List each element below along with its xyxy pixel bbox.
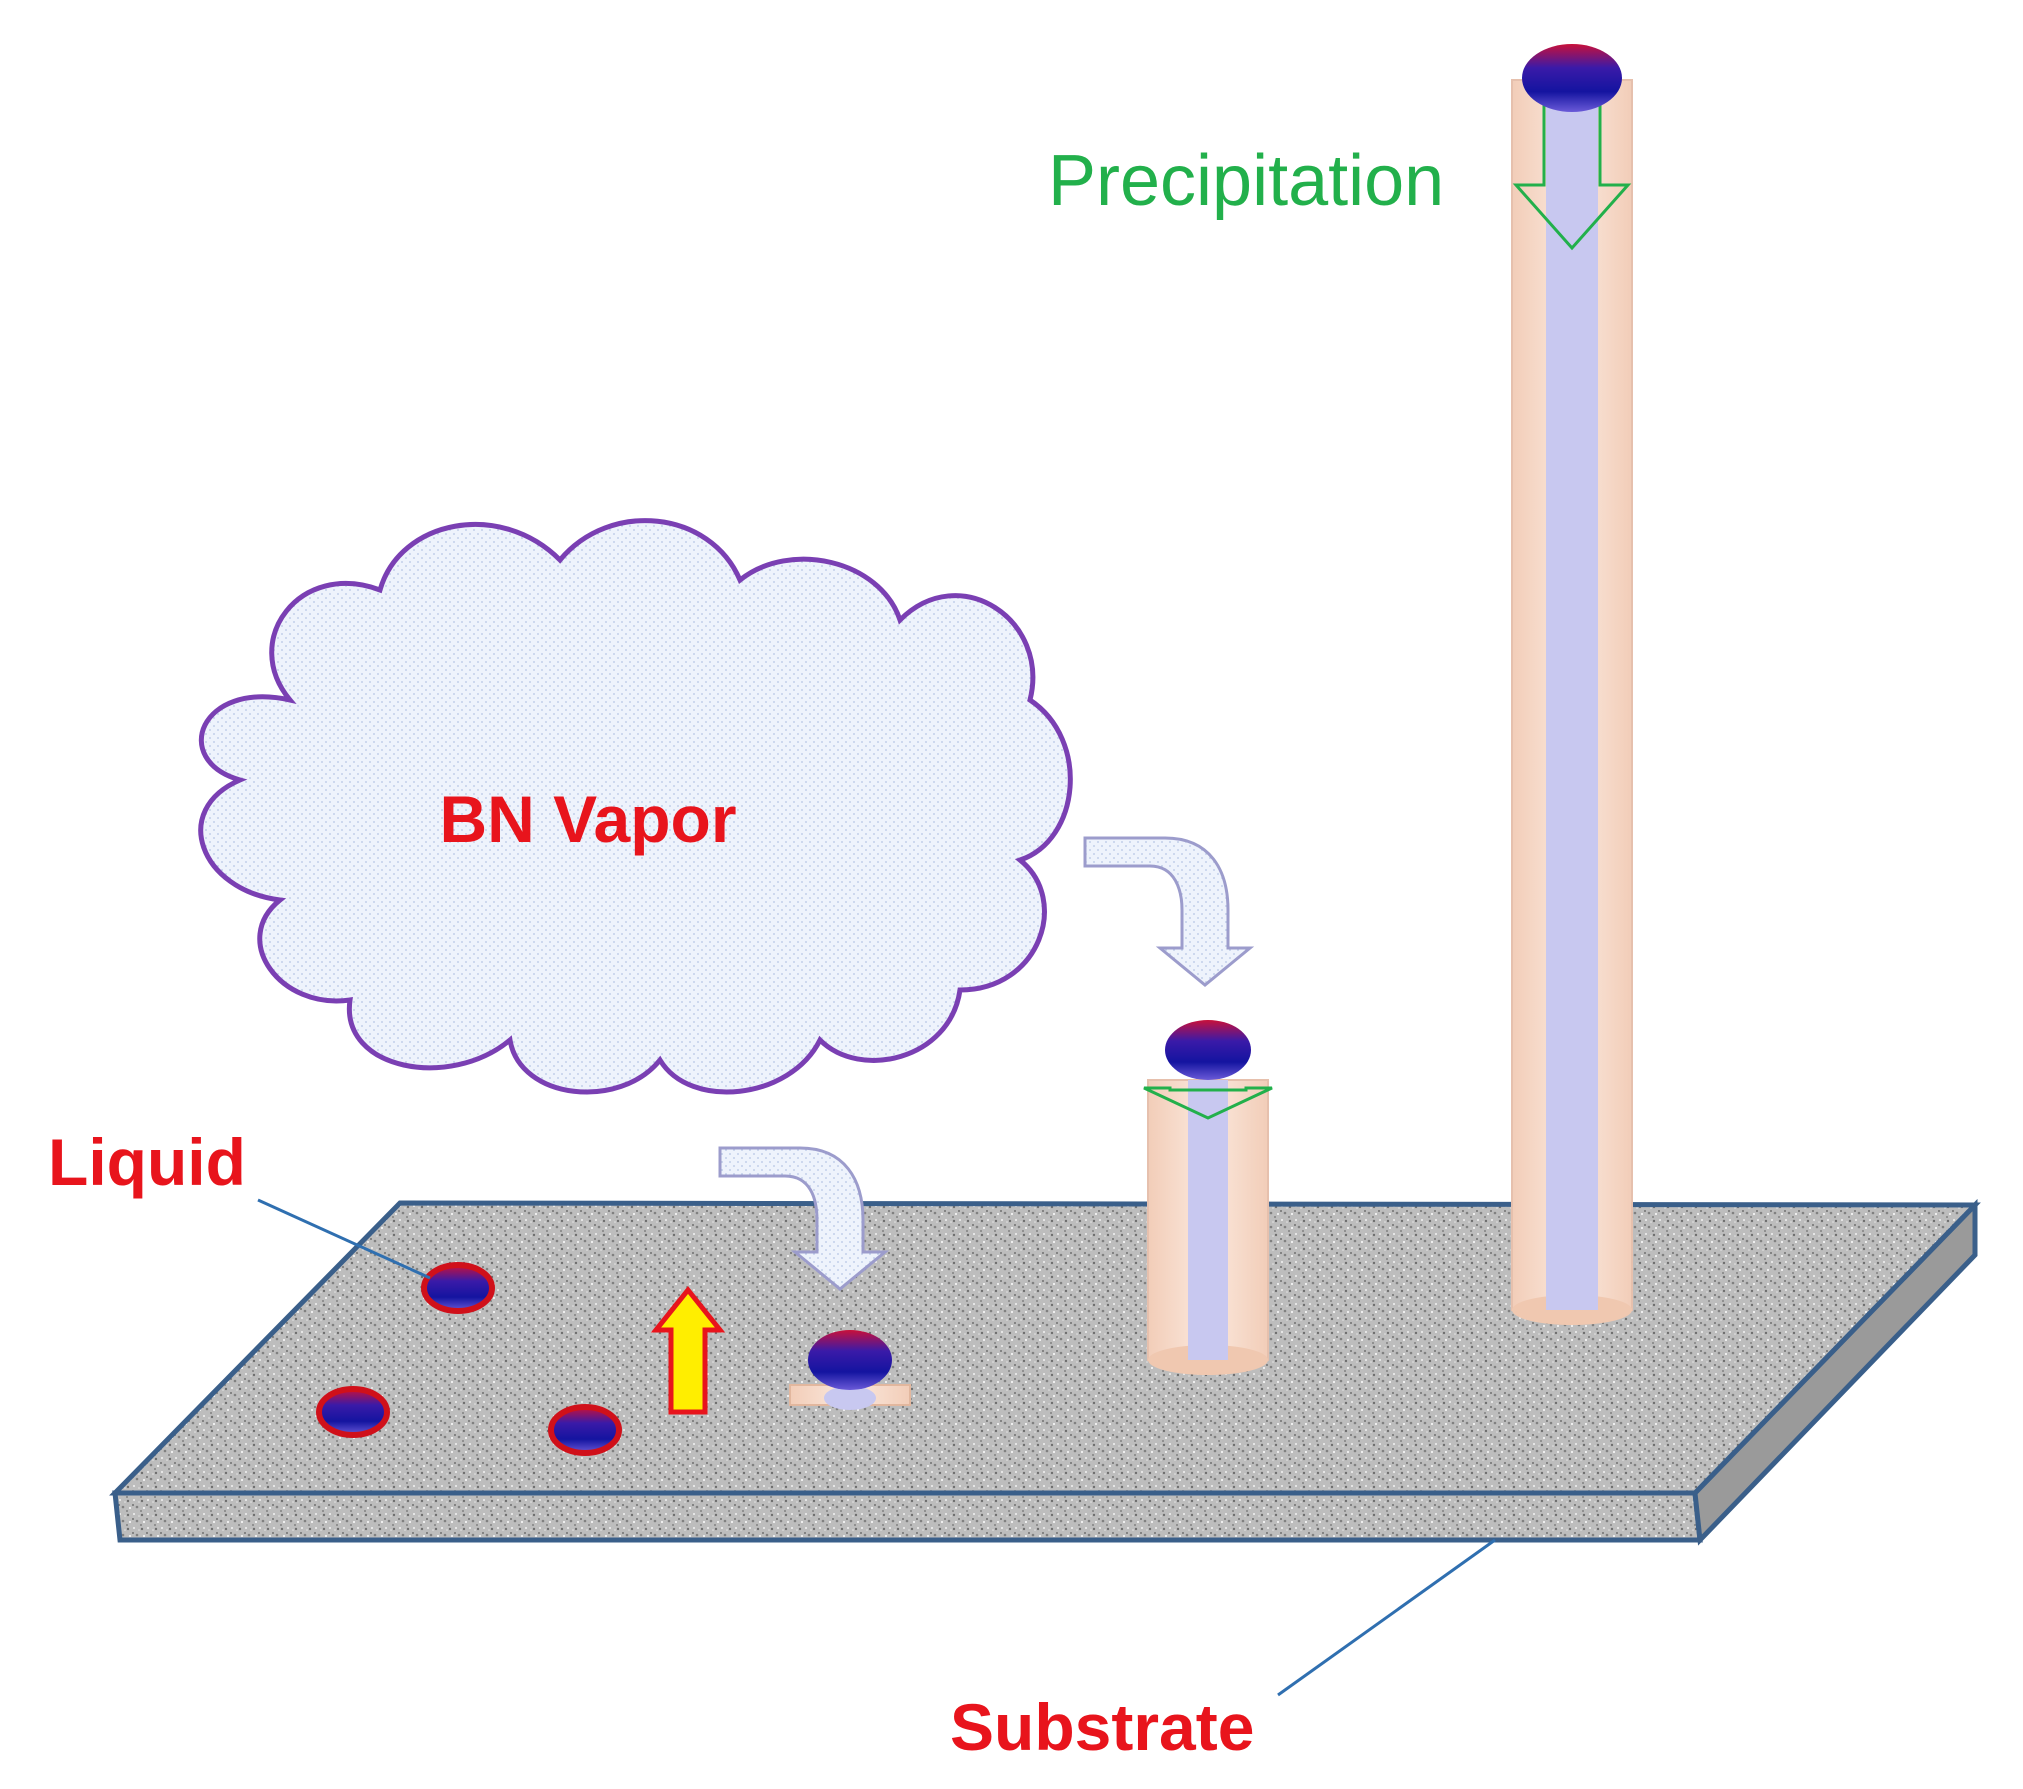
cloud-shape [198,518,1073,1095]
substrate-side [112,1490,1703,1543]
tall-nanotube [1511,44,1633,1325]
vapor-flow-arrow-lower [718,1146,890,1291]
droplet [316,1386,390,1438]
droplet [548,1404,622,1456]
substrate-leader-line [1277,1538,1496,1697]
droplet [421,1262,495,1314]
precipitation-arrow-large [1512,98,1632,251]
liquid-droplets [316,1262,622,1456]
liquid-leader-line [257,1198,431,1280]
growth-direction-arrow [650,1285,726,1415]
substrate [109,1198,1981,1546]
substrate-label: Substrate [950,1690,1254,1764]
droplet [1165,1020,1251,1080]
substrate-top [109,1200,1981,1496]
precipitation-arrow-small [1143,1086,1273,1120]
vapor-flow-arrow-upper [1083,836,1255,987]
bn-vapor-cloud [198,518,1073,1095]
bn-vapor-label: BN Vapor [439,782,736,856]
droplet [1522,44,1622,112]
droplet [808,1330,892,1390]
short-nanotube [1143,1020,1273,1375]
liquid-label: Liquid [48,1125,246,1199]
nucleating-droplet [789,1330,911,1410]
precipitation-label: Precipitation [1048,141,1444,221]
